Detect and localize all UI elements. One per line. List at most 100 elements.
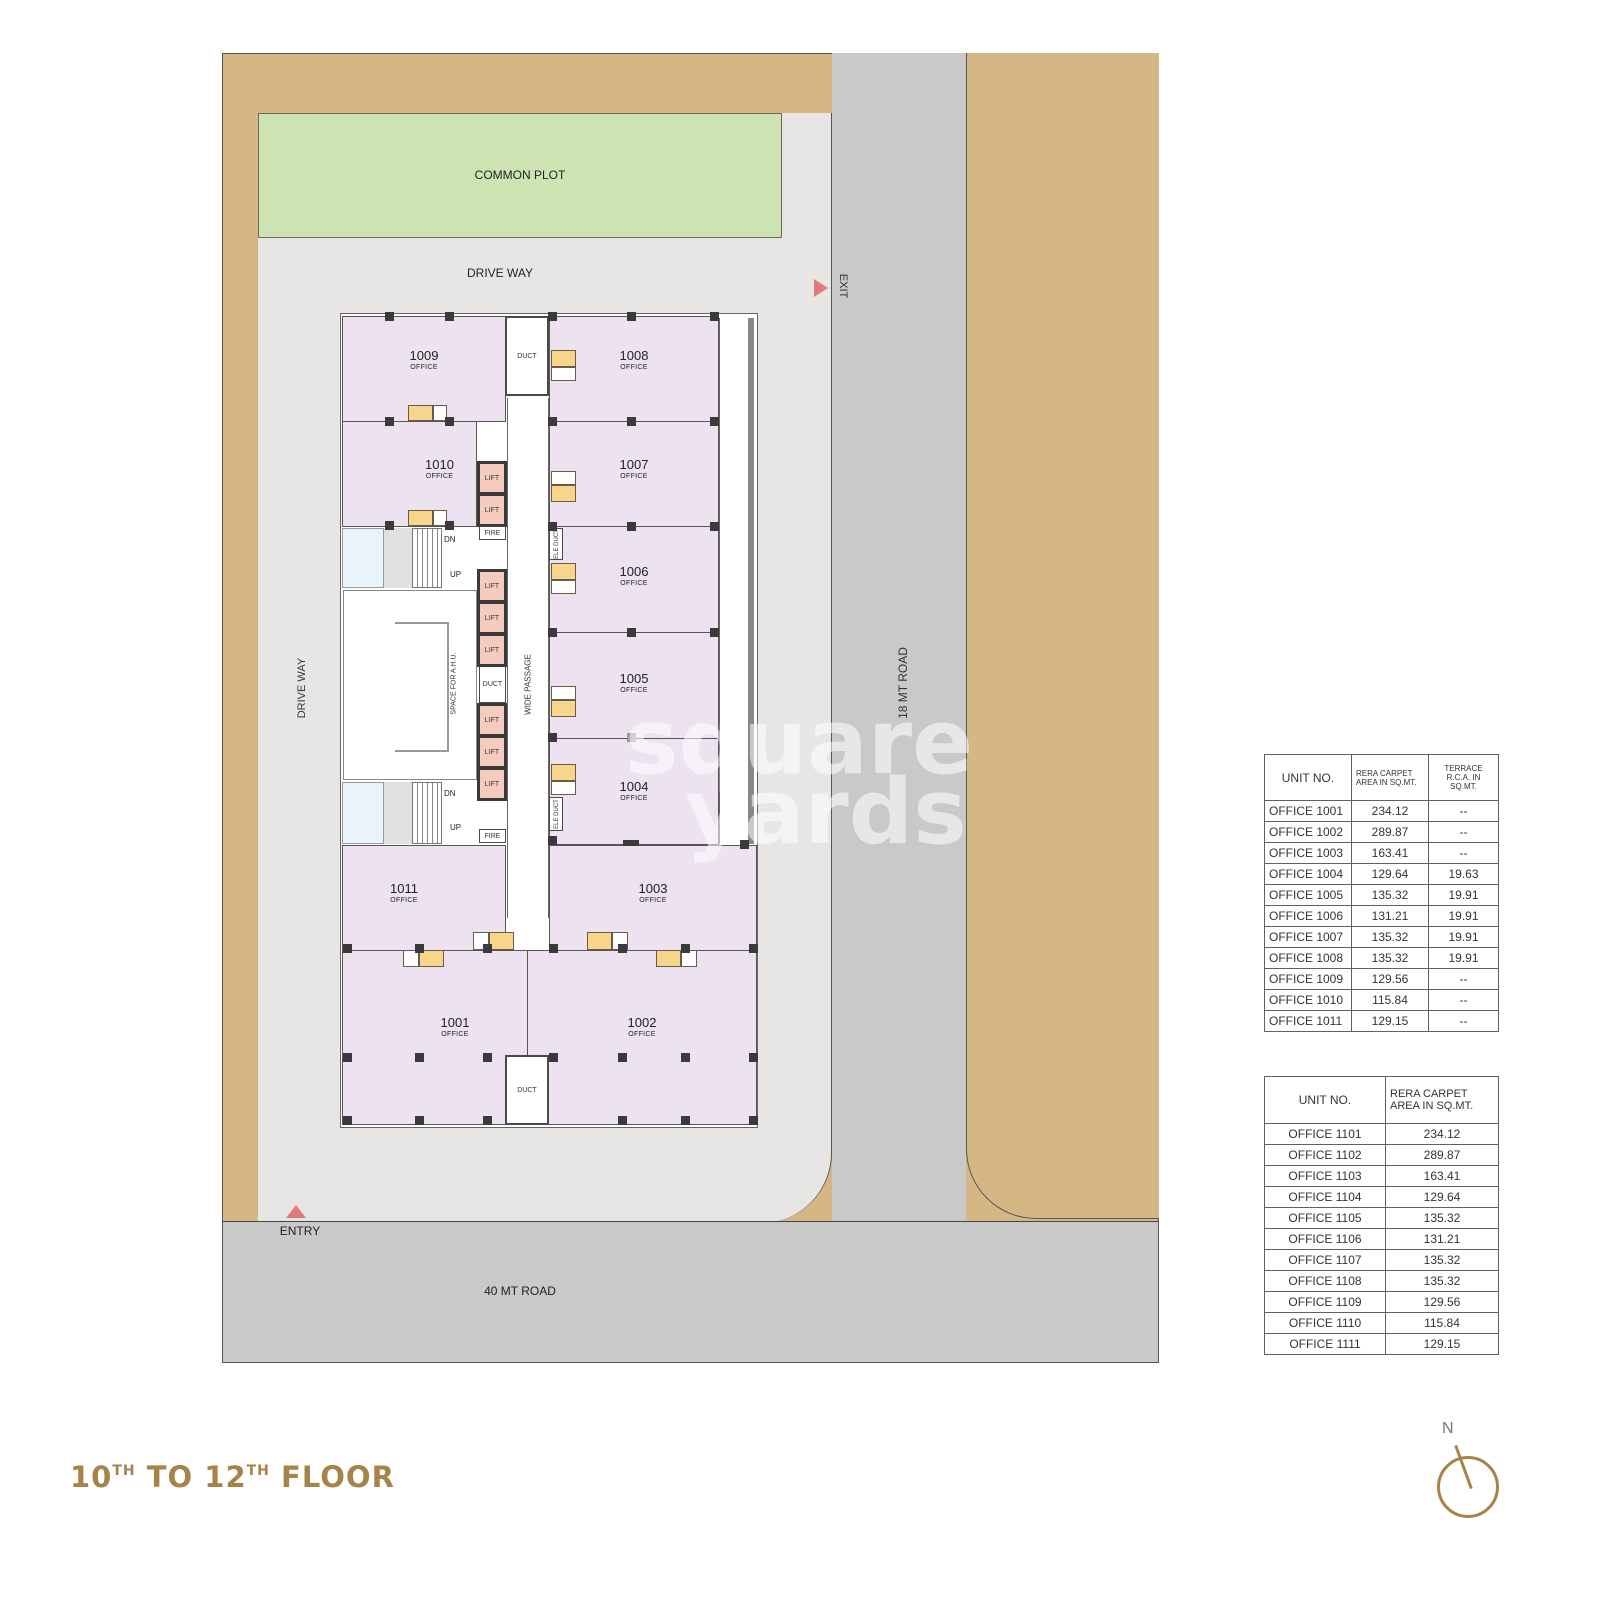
stair-up-top: UP	[450, 570, 462, 579]
exit-arrow-icon	[814, 279, 828, 297]
lift-4: LIFT	[477, 601, 507, 635]
toilet-1001	[419, 950, 444, 967]
column	[445, 521, 454, 530]
road-40mt	[222, 1221, 1159, 1363]
header-unit-no: UNIT NO.	[1264, 754, 1352, 801]
ele-duct-bottom: ELE DUCT	[549, 797, 563, 831]
common-plot	[258, 113, 782, 238]
office-1006[interactable]: 1006 OFFICE	[549, 526, 719, 633]
column	[483, 1116, 492, 1125]
header-carpet-area: RERA CARPET AREA IN SQ.MT.	[1351, 754, 1429, 801]
light-well-bottom	[342, 782, 384, 844]
toilet-1005-lobby	[551, 686, 576, 700]
north-arrow-icon	[1437, 1456, 1499, 1518]
column	[548, 836, 557, 845]
column	[415, 944, 424, 953]
duct-bottom: DUCT	[505, 1055, 549, 1125]
column	[710, 522, 719, 531]
exit-label: EXIT	[837, 273, 849, 299]
column	[483, 944, 492, 953]
ele-duct-top: ELE DUCT	[549, 528, 563, 560]
header-unit-no: UNIT NO.	[1264, 1076, 1386, 1124]
staircase-bottom	[412, 782, 442, 844]
north-label: N	[1442, 1420, 1454, 1437]
office-1009[interactable]: 1009 OFFICE	[342, 316, 506, 422]
column	[681, 944, 690, 953]
road-18mt	[832, 53, 966, 1223]
duct-middle: DUCT	[479, 665, 506, 703]
column	[618, 1053, 627, 1062]
header-carpet-area: RERA CARPET AREA IN SQ.MT.	[1385, 1076, 1499, 1124]
lift-5: LIFT	[477, 633, 507, 667]
ahu-wall	[395, 622, 449, 752]
area-table-11th: UNIT NO. RERA CARPET AREA IN SQ.MT. OFFI…	[1264, 1076, 1499, 1355]
office-1002[interactable]: 1002 OFFICE	[527, 950, 757, 1125]
column	[749, 1053, 758, 1062]
lift-2: LIFT	[477, 493, 507, 527]
toilet-1007-lobby	[551, 471, 576, 485]
entry-label: ENTRY	[279, 1224, 321, 1238]
column	[710, 312, 719, 321]
toilet-1004-lobby	[551, 781, 576, 795]
toilet-1009	[408, 405, 433, 421]
toilet-1008	[551, 350, 576, 367]
column	[681, 1116, 690, 1125]
stair-landing-top	[384, 528, 412, 588]
fire-bottom: FIRE	[479, 829, 506, 843]
driveway-left-label: DRIVE WAY	[296, 657, 308, 719]
wide-passage-label: WIDE PASSAGE	[523, 654, 533, 715]
column	[483, 1053, 492, 1062]
floor-title: 10TH TO 12TH FLOOR	[70, 1460, 395, 1494]
office-1001[interactable]: 1001 OFFICE	[342, 950, 528, 1125]
header-terrace: TERRACE R.C.A. IN SQ.MT.	[1428, 754, 1499, 801]
duct-top: DUCT	[505, 316, 549, 396]
column	[749, 1116, 758, 1125]
column	[415, 1116, 424, 1125]
toilet-1004	[551, 764, 576, 781]
toilet-1006-lobby	[551, 580, 576, 594]
column	[740, 840, 749, 849]
column	[627, 417, 636, 426]
office-1010[interactable]: 1010 OFFICE	[342, 421, 477, 527]
column	[618, 944, 627, 953]
toilet-1008-lobby	[551, 367, 576, 381]
toilet-1005	[551, 700, 576, 717]
column	[343, 1053, 352, 1062]
toilet-1003	[587, 932, 612, 950]
column	[749, 944, 758, 953]
column	[343, 944, 352, 953]
office-1003[interactable]: 1003 OFFICE	[549, 845, 757, 951]
column	[343, 1116, 352, 1125]
column	[445, 312, 454, 321]
column	[627, 312, 636, 321]
column	[627, 628, 636, 637]
column	[623, 840, 639, 846]
watermark: square yards	[625, 690, 974, 865]
column	[445, 417, 454, 426]
stair-up-bottom: UP	[450, 823, 462, 832]
column	[627, 522, 636, 531]
toilet-1010	[408, 510, 433, 526]
ahu-space	[343, 590, 477, 780]
column	[710, 628, 719, 637]
column	[618, 1116, 627, 1125]
column	[385, 312, 394, 321]
toilet-1006	[551, 563, 576, 580]
lift-8: LIFT	[477, 767, 507, 801]
